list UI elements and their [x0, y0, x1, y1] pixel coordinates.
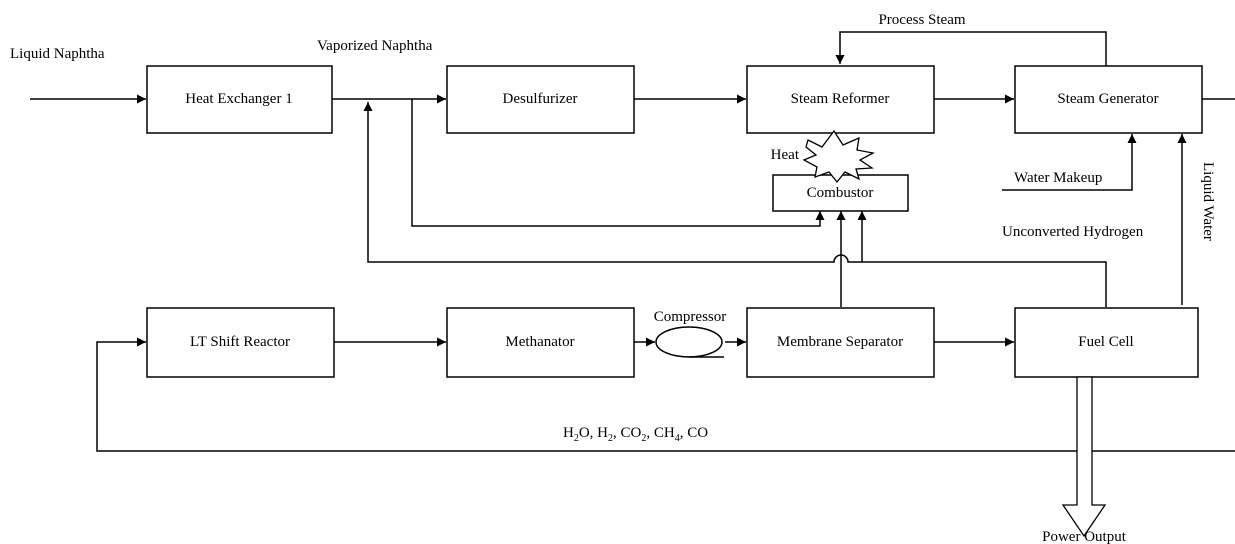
compressor-body [655, 326, 723, 358]
compressor-label: Compressor [654, 309, 727, 325]
formula-text: H [563, 425, 574, 441]
heat-label: Heat [771, 147, 800, 163]
membrane-separator-box [746, 307, 935, 378]
process-steam-label: Process Steam [878, 12, 965, 28]
water-makeup-label: Water Makeup [1014, 170, 1102, 186]
stream-labels: Liquid Naphtha Vaporized Naphtha Process… [10, 12, 1216, 544]
water-makeup-line [1002, 134, 1137, 191]
vaporized-naphtha-label: Vaporized Naphtha [317, 38, 433, 54]
subscript: 2 [608, 433, 613, 444]
unconverted-hydrogen-label: Unconverted Hydrogen [1002, 224, 1144, 240]
subscript: 2 [574, 433, 579, 444]
compressor-symbol [655, 326, 724, 358]
heat-exchanger-1-box [146, 65, 333, 134]
desulfurizer-box [446, 65, 635, 134]
lt-shift-reactor-box [146, 307, 335, 378]
formula-text: , CH [646, 425, 675, 441]
liquid-water-label: Liquid Water [1200, 162, 1216, 241]
naphtha-to-combustor-line [411, 99, 825, 227]
formula-text: , CO [680, 425, 709, 441]
subscript: 2 [641, 433, 646, 444]
recycle-stream-label: H2O, H2, CO2, CH4, CO [563, 425, 708, 444]
steam-reformer-box [746, 65, 935, 134]
power-output-label: Power Output [1042, 529, 1127, 544]
connection-lines [30, 31, 1235, 452]
recycle-loop-line [96, 337, 1235, 452]
formula-text: O, H [579, 425, 608, 441]
formula-text: , CO [613, 425, 642, 441]
process-units: Heat Exchanger 1 Desulfurizer Steam Refo… [146, 65, 1203, 378]
fuel-cell-box [1014, 307, 1199, 378]
heat-burst-icon [802, 129, 875, 184]
combustor-label: Combustor [807, 185, 874, 201]
liquid-naphtha-label: Liquid Naphtha [10, 46, 105, 62]
subscript: 4 [675, 433, 680, 444]
methanator-label: Methanator [505, 334, 574, 350]
methanator-box [446, 307, 635, 378]
heat-exchanger-1-label: Heat Exchanger 1 [185, 91, 292, 107]
steam-reformer-label: Steam Reformer [791, 91, 890, 107]
lt-shift-reactor-label: LT Shift Reactor [190, 334, 290, 350]
fuel-cell-label: Fuel Cell [1078, 334, 1133, 350]
process-steam-line [835, 31, 1107, 66]
steam-generator-box [1014, 65, 1203, 134]
steam-generator-label: Steam Generator [1057, 91, 1158, 107]
membrane-separator-label: Membrane Separator [777, 334, 903, 350]
desulfurizer-label: Desulfurizer [503, 91, 578, 107]
power-output-arrow [1061, 376, 1107, 538]
